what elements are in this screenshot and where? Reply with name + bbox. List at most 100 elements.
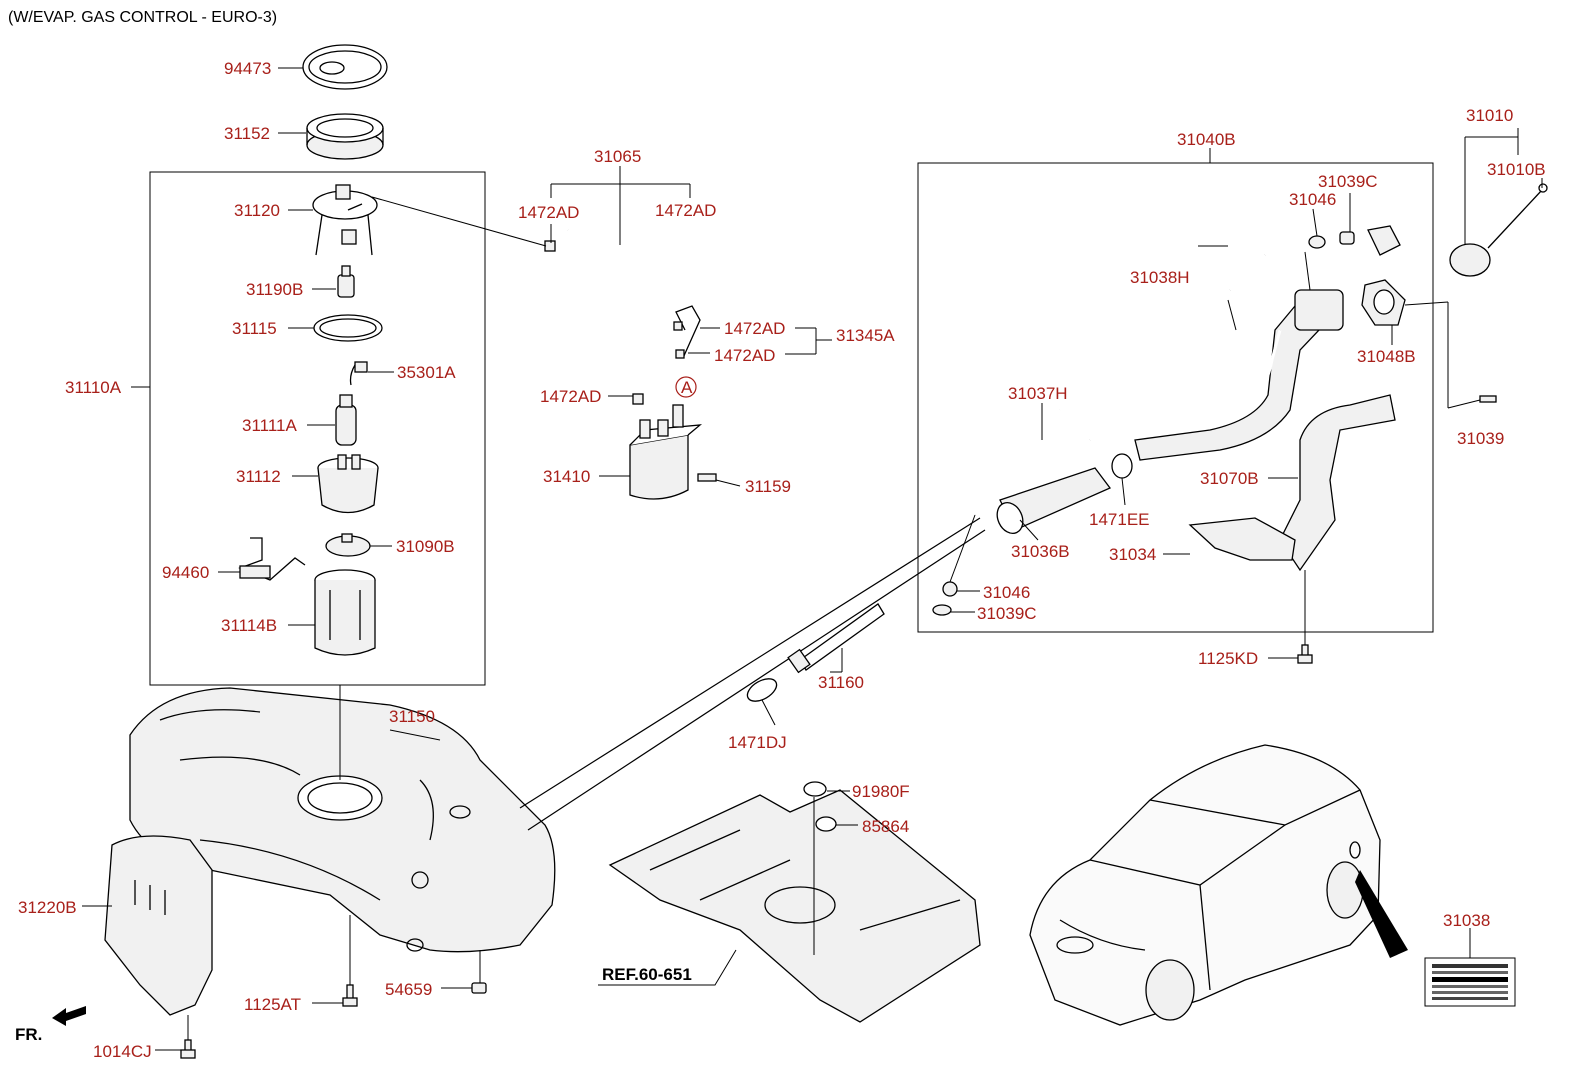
pump-module-box — [149, 171, 486, 686]
bolt-1125KD — [1297, 644, 1313, 664]
callout-marker-a: A — [681, 378, 693, 397]
label-1125AT: 1125AT — [244, 995, 301, 1014]
label-31040B: 31040B — [1177, 130, 1236, 149]
label-31070B: 31070B — [1200, 469, 1259, 488]
filler-hose-31036B — [996, 467, 1112, 535]
leader-lines — [82, 67, 1543, 1051]
heat-shield-part — [104, 835, 213, 1016]
label-31048B: 31048B — [1357, 347, 1416, 366]
label-31037H: 31037H — [1008, 384, 1068, 403]
jet-pump-part — [325, 533, 371, 557]
diagram-title: (W/EVAP. GAS CONTROL - EURO-3) — [8, 9, 277, 26]
o-ring-part — [313, 314, 383, 342]
vapor-hose-31037H — [943, 408, 1061, 516]
grommet-31046-upper — [1308, 235, 1326, 249]
vehicle-illustration — [1029, 744, 1408, 1026]
label-31039C-lower: 31039C — [977, 604, 1037, 623]
label-85864: 85864 — [862, 817, 909, 836]
label-31038: 31038 — [1443, 911, 1490, 930]
reference-label: REF.60-651 — [602, 965, 692, 984]
label-31345A: 31345A — [836, 326, 895, 345]
clamp-1471EE — [1111, 453, 1133, 479]
label-31150: 31150 — [389, 707, 435, 726]
label-31010B: 31010B — [1487, 160, 1546, 179]
label-94473: 94473 — [224, 59, 271, 78]
label-31034: 31034 — [1109, 545, 1156, 564]
fuel-label-decal — [1424, 957, 1516, 1007]
breather-hose-part — [1089, 329, 1282, 442]
pressure-regulator-part — [337, 265, 355, 298]
fuel-tank-part — [129, 687, 556, 953]
label-1472AD-c: 1472AD — [724, 319, 785, 338]
reference-arrow — [598, 949, 737, 986]
sender-connector-part — [349, 361, 368, 386]
label-1472AD-e: 1472AD — [540, 387, 601, 406]
label-1014CJ: 1014CJ — [93, 1042, 152, 1061]
pump-flange-part — [312, 184, 378, 256]
label-1472AD-a: 1472AD — [518, 203, 579, 222]
bolt-1125AT — [342, 984, 358, 1007]
label-31115: 31115 — [232, 319, 277, 338]
lock-ring-part — [306, 113, 384, 160]
label-94460: 94460 — [162, 563, 209, 582]
label-31065: 31065 — [594, 147, 641, 166]
label-31038H: 31038H — [1130, 268, 1190, 287]
connector-part — [1367, 225, 1401, 256]
nut-54659 — [471, 982, 487, 994]
label-31090B: 31090B — [396, 537, 455, 556]
filler-neck-part — [1134, 289, 1344, 461]
clip-1472AD-upper — [544, 240, 556, 252]
label-1471EE: 1471EE — [1089, 510, 1150, 529]
label-31410: 31410 — [543, 467, 590, 486]
label-31112: 31112 — [236, 467, 281, 486]
label-31010: 31010 — [1466, 106, 1513, 125]
part-labels: 94473 31152 31120 31190B 31115 35301A 31… — [18, 59, 1546, 1061]
label-31220B: 31220B — [18, 898, 77, 917]
reservoir-cup-part — [314, 569, 376, 656]
front-orientation-label: FR. — [15, 1025, 42, 1044]
label-1471DJ: 1471DJ — [728, 733, 787, 752]
vapor-pipe-part — [567, 228, 642, 396]
canister-bolt-part — [697, 473, 717, 482]
grommet-31046-lower — [942, 581, 958, 597]
label-31114B: 31114B — [221, 616, 277, 635]
label-31111A: 31111A — [242, 416, 297, 435]
filler-neck-box — [917, 162, 1434, 633]
hose-31038H — [1228, 253, 1266, 292]
label-54659: 54659 — [385, 980, 432, 999]
canister-part — [629, 404, 703, 500]
screw-31039 — [1479, 395, 1497, 403]
bolt-1014CJ — [180, 1039, 196, 1059]
filler-housing-31048B — [1361, 279, 1406, 326]
label-31152: 31152 — [224, 124, 270, 143]
canister-hose-part — [673, 305, 701, 359]
filler-pipe-part — [519, 517, 986, 831]
label-31160: 31160 — [818, 673, 864, 692]
seal-cover-part — [302, 44, 388, 90]
clip-1472AD-lower — [632, 393, 644, 405]
level-sender-part — [238, 537, 306, 581]
front-arrow-icon — [52, 1006, 86, 1026]
label-1472AD-b: 1472AD — [655, 201, 716, 220]
callout-circle-a — [675, 376, 697, 398]
label-31039: 31039 — [1457, 429, 1504, 448]
floor-panel-part — [608, 781, 981, 1023]
clip-31039C-upper — [1339, 231, 1355, 245]
label-31046-upper: 31046 — [1289, 190, 1336, 209]
label-31039C-upper: 31039C — [1318, 172, 1378, 191]
label-1472AD-d: 1472AD — [714, 346, 775, 365]
label-31120: 31120 — [234, 201, 280, 220]
label-31046-lower: 31046 — [983, 583, 1030, 602]
label-31110A: 31110A — [65, 378, 122, 397]
label-35301A: 35301A — [397, 363, 456, 382]
label-31036B: 31036B — [1011, 542, 1070, 561]
label-31190B: 31190B — [246, 280, 303, 299]
label-1125KD: 1125KD — [1198, 649, 1258, 668]
filler-cap-31010 — [1449, 183, 1548, 277]
label-31159: 31159 — [745, 477, 791, 496]
label-91980F: 91980F — [852, 782, 910, 801]
fuel-filter-part — [317, 454, 379, 514]
lower-neck-31070B — [1279, 394, 1396, 572]
